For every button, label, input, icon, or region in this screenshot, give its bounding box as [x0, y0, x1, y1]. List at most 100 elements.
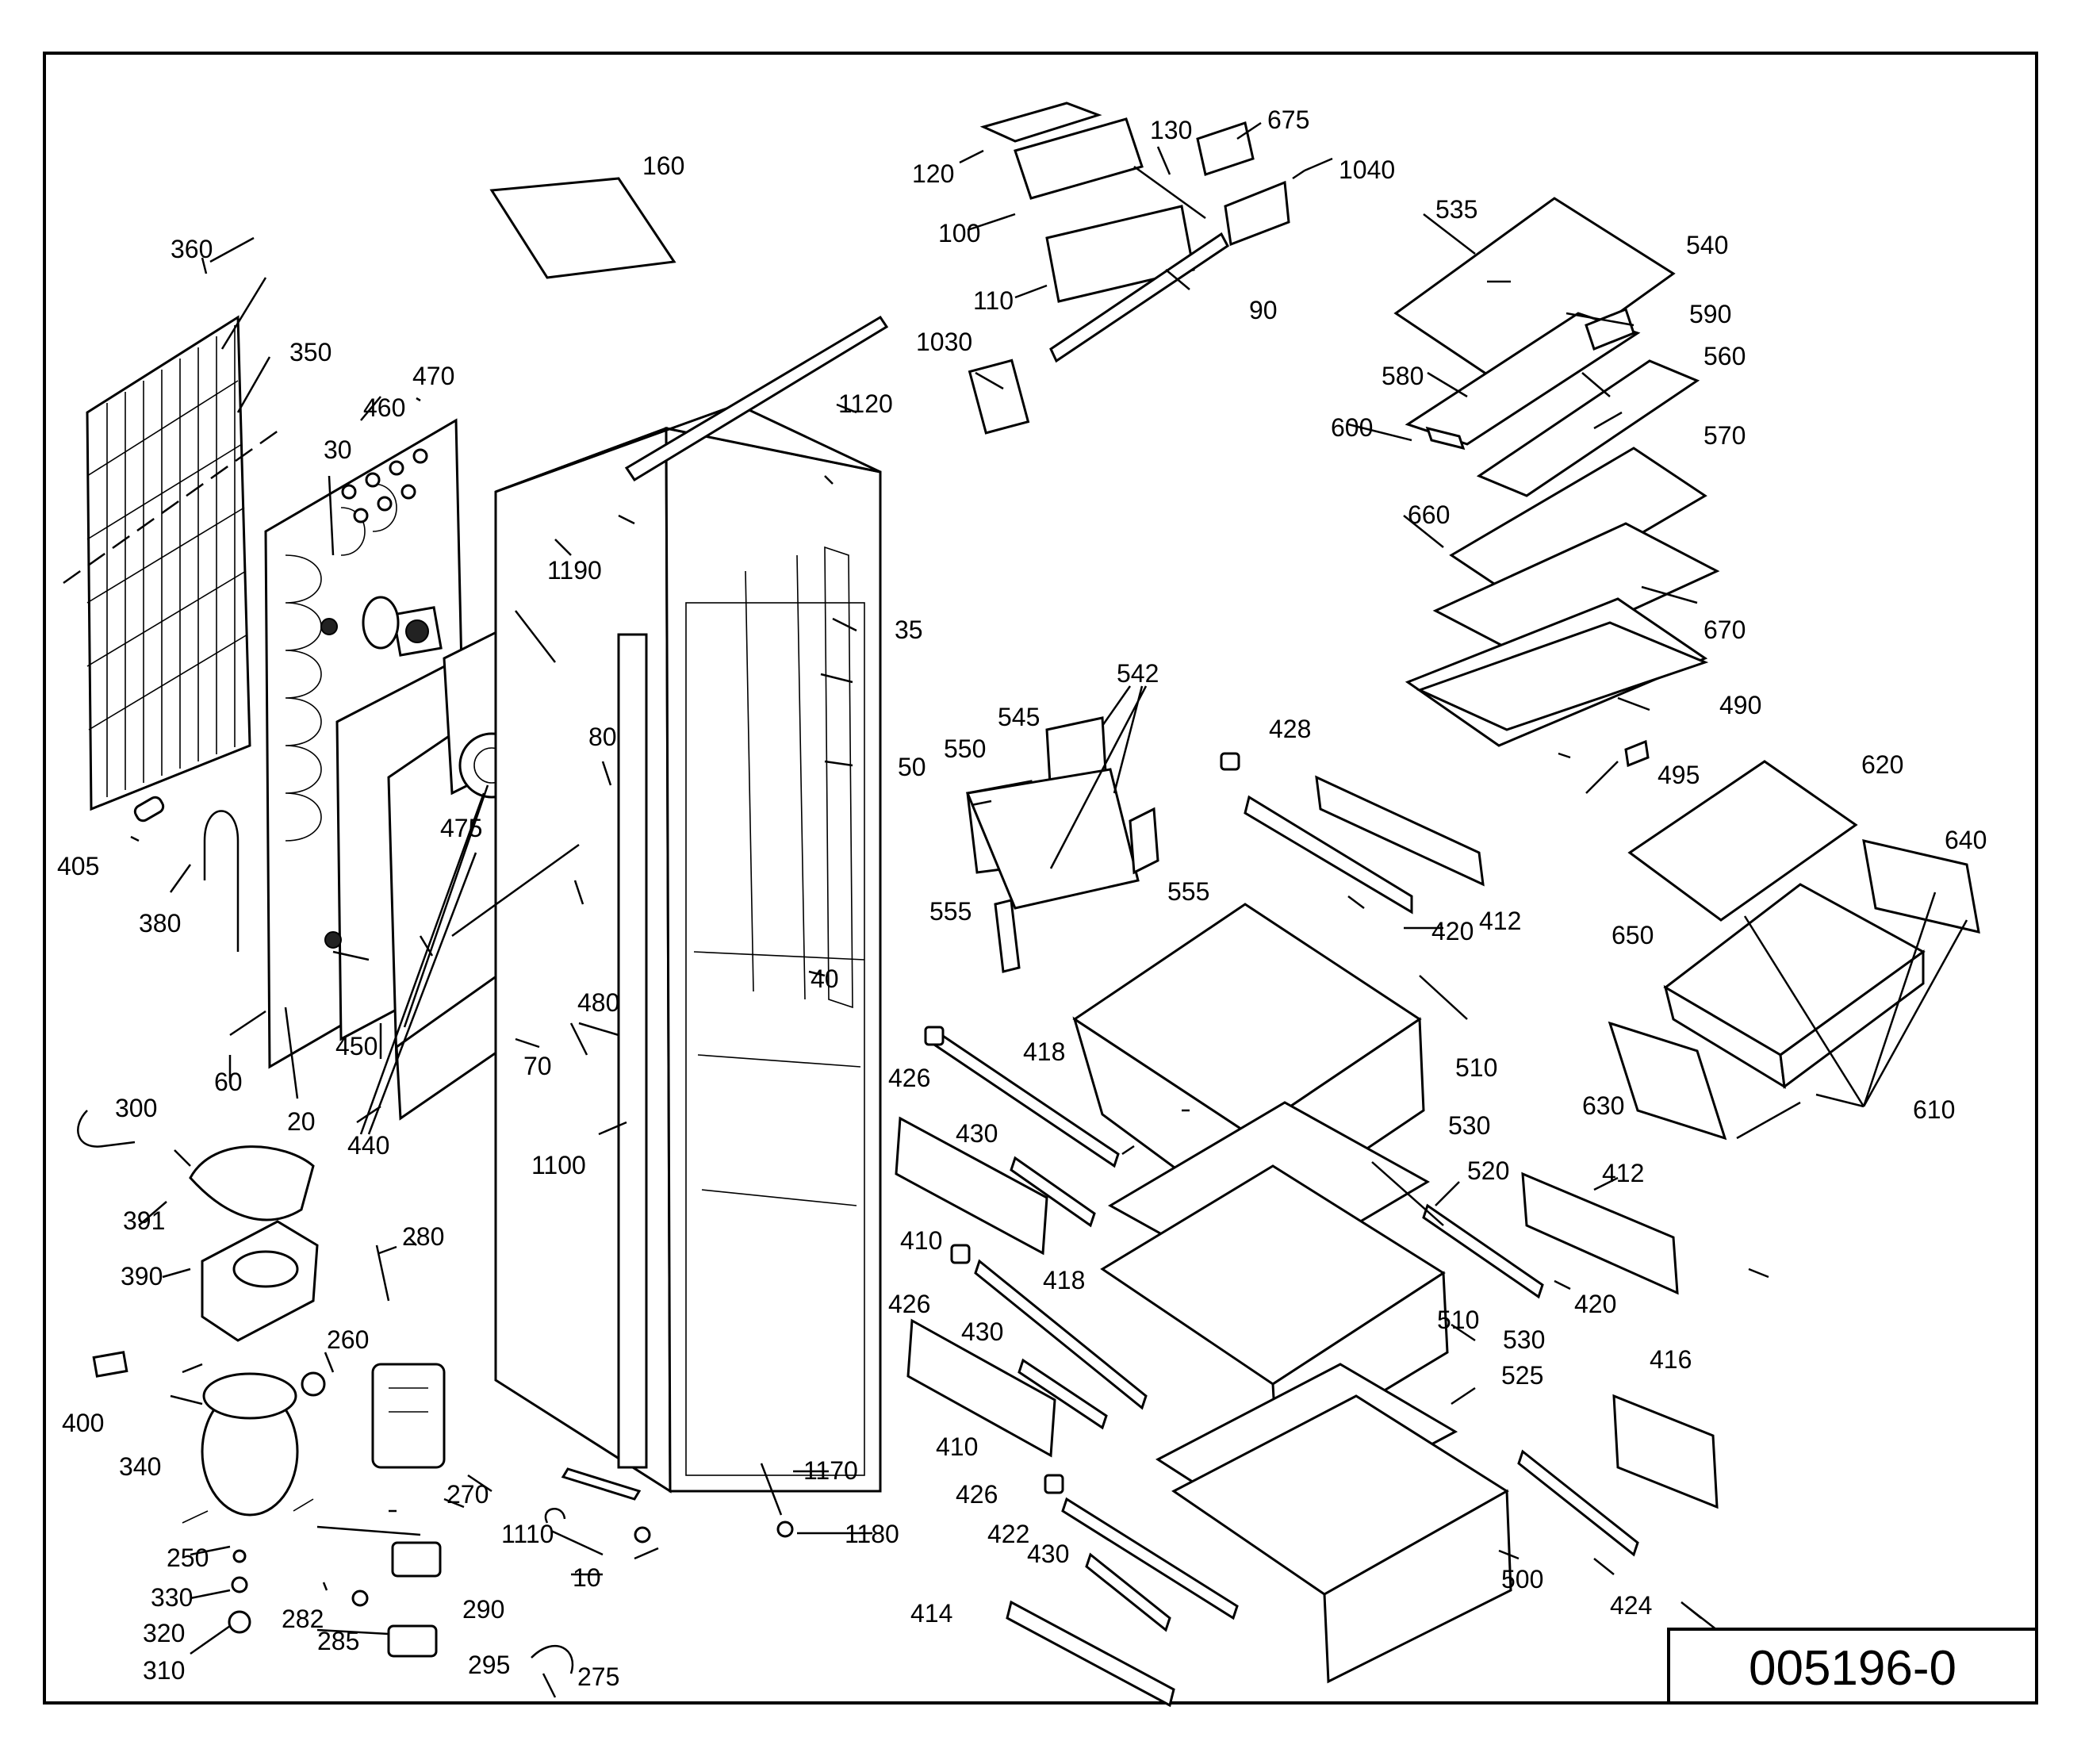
- part-label: 550: [944, 734, 986, 763]
- part-label: 495: [1658, 761, 1700, 789]
- part-label: 520: [1467, 1156, 1509, 1185]
- part-label: 530: [1503, 1325, 1545, 1354]
- drawing-frame: [43, 52, 2038, 1705]
- part-label: 275: [577, 1662, 619, 1691]
- part-label: 1190: [547, 556, 602, 585]
- part-label: 412: [1602, 1159, 1644, 1187]
- part-label: 130: [1150, 116, 1192, 144]
- compressor-tray: [189, 1145, 319, 1342]
- part-label: 430: [956, 1119, 998, 1148]
- part-label: 416: [1650, 1345, 1692, 1374]
- compressor: [92, 1351, 314, 1634]
- part-label: 1040: [1339, 155, 1395, 184]
- part-label: 300: [115, 1094, 157, 1122]
- part-label: 418: [1043, 1266, 1085, 1294]
- part-label: 295: [468, 1651, 510, 1679]
- part-label: 260: [327, 1325, 369, 1354]
- part-label: 660: [1408, 500, 1450, 529]
- part-label: 100: [938, 219, 980, 247]
- part-label: 510: [1455, 1053, 1497, 1082]
- part-label: 480: [577, 988, 619, 1017]
- part-label: 1170: [803, 1456, 858, 1485]
- part-label: 1120: [838, 389, 893, 418]
- part-label: 640: [1945, 826, 1987, 854]
- part-label: 50: [898, 753, 926, 781]
- part-label: 350: [289, 338, 332, 366]
- drawer-brackets: [895, 752, 1240, 1708]
- part-label: 90: [1249, 296, 1278, 324]
- part-label: 555: [929, 897, 972, 926]
- part-label: 530: [1448, 1111, 1490, 1140]
- part-label: 475: [440, 814, 482, 842]
- part-label: 490: [1719, 691, 1761, 719]
- part-label: 80: [588, 723, 617, 751]
- part-label: 535: [1435, 195, 1477, 224]
- part-shapes: [63, 102, 1980, 1708]
- part-label: 542: [1117, 659, 1159, 688]
- part-label: 424: [1610, 1591, 1652, 1620]
- part-label: 280: [402, 1222, 444, 1251]
- part-label: 580: [1382, 362, 1424, 390]
- control-electronics: [968, 102, 1290, 435]
- part-label: 510: [1437, 1306, 1479, 1334]
- top-parts: [489, 177, 889, 482]
- part-label: 40: [811, 964, 839, 993]
- drawing-number-box: 005196-0: [1667, 1628, 2038, 1705]
- freezer-drawer: [1608, 760, 1980, 1141]
- part-label: 610: [1913, 1095, 1955, 1124]
- part-label: 440: [347, 1131, 389, 1160]
- electrical-parts: [301, 1244, 604, 1698]
- part-label: 620: [1861, 750, 1903, 779]
- part-label: 450: [335, 1032, 377, 1060]
- small-hardware: [561, 1463, 794, 1544]
- part-label: 426: [888, 1290, 930, 1318]
- part-label: 650: [1612, 921, 1654, 949]
- part-label: 35: [895, 615, 923, 644]
- part-labels: 10 20 30 35 40 50 60 70 80 90 100 110 12…: [57, 105, 1987, 1691]
- part-label: 250: [167, 1544, 209, 1572]
- part-label: 285: [317, 1627, 359, 1655]
- part-label: 405: [57, 852, 99, 880]
- part-label: 630: [1582, 1091, 1624, 1120]
- part-label: 525: [1501, 1361, 1543, 1390]
- part-label: 470: [412, 362, 454, 390]
- part-label: 545: [998, 703, 1040, 731]
- tubing-parts: [133, 796, 266, 1037]
- part-label: 400: [62, 1409, 104, 1437]
- part-label: 1030: [916, 328, 972, 356]
- part-label: 555: [1167, 877, 1209, 906]
- part-label: 110: [973, 286, 1014, 315]
- part-label: 410: [900, 1226, 942, 1255]
- part-label: 60: [214, 1068, 243, 1096]
- part-label: 426: [956, 1480, 998, 1509]
- glass-shelves: [1393, 197, 1720, 768]
- part-label: 422: [987, 1520, 1029, 1548]
- part-label: 426: [888, 1064, 930, 1092]
- part-label: 340: [119, 1452, 161, 1481]
- part-label: 310: [143, 1656, 185, 1685]
- drawing-number: 005196-0: [1749, 1641, 1956, 1696]
- part-label: 412: [1479, 907, 1521, 935]
- part-label: 320: [143, 1619, 185, 1647]
- part-label: 390: [121, 1262, 163, 1290]
- part-label: 1100: [531, 1151, 586, 1179]
- part-label: 428: [1269, 715, 1311, 743]
- part-label: 560: [1704, 342, 1746, 370]
- part-label: 410: [936, 1432, 978, 1461]
- crisper-drawers: [1072, 903, 1512, 1684]
- part-label: 675: [1267, 105, 1309, 134]
- part-label: 30: [324, 435, 352, 464]
- cabinet: [494, 403, 882, 1494]
- part-label: 430: [961, 1317, 1003, 1346]
- part-label: 420: [1574, 1290, 1616, 1318]
- part-label: 570: [1704, 421, 1746, 450]
- part-label: 70: [523, 1052, 552, 1080]
- part-label: 590: [1689, 300, 1731, 328]
- part-label: 290: [462, 1595, 504, 1624]
- part-label: 20: [287, 1107, 316, 1136]
- part-label: 420: [1431, 917, 1474, 945]
- part-label: 500: [1501, 1565, 1543, 1593]
- part-label: 670: [1704, 615, 1746, 644]
- door-bins: [965, 716, 1159, 973]
